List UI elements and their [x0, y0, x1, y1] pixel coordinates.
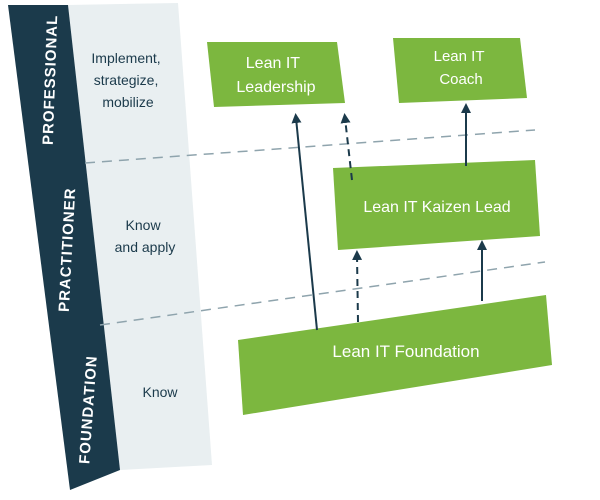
cert-box-leadership: [207, 42, 345, 107]
cert-label-foundation: Lean IT Foundation: [332, 342, 479, 361]
description-line: strategize,: [94, 72, 159, 88]
divider-practitioner-foundation: [99, 261, 546, 326]
level-description-professional: Implement, strategize, mobilize: [91, 50, 164, 110]
cert-label-kaizen-lead: Lean IT Kaizen Lead: [363, 199, 510, 216]
level-band: [8, 5, 120, 490]
dashed-arrow-kaizen-to-leadership: [340, 113, 353, 181]
description-line: Implement,: [91, 50, 160, 66]
cert-label-line: Lean IT: [246, 55, 300, 72]
cert-label-coach: Lean IT Coach: [434, 48, 489, 88]
cert-box-coach: [393, 38, 527, 103]
level-label-practitioner: PRACTITIONER: [56, 187, 79, 312]
level-description-foundation: Know: [142, 384, 178, 400]
arrow-foundation-to-leadership: [291, 113, 318, 331]
description-line: mobilize: [102, 94, 154, 110]
level-description-practitioner: Know and apply: [115, 217, 176, 255]
description-line: and apply: [115, 239, 176, 255]
level-label-professional: PROFESSIONAL: [40, 14, 62, 145]
cert-box-foundation: [238, 295, 552, 415]
description-line: Know: [126, 217, 162, 233]
divider-professional-practitioner: [84, 129, 536, 164]
cert-label-line: Coach: [439, 71, 482, 88]
cert-label-leadership: Lean IT Leadership: [236, 55, 315, 96]
cert-label-line: Lean IT: [434, 48, 485, 65]
cert-box-kaizen-lead: [333, 160, 540, 250]
level-panel: [68, 3, 212, 470]
description-line: Know: [142, 384, 178, 400]
cert-label-line: Leadership: [236, 79, 315, 96]
